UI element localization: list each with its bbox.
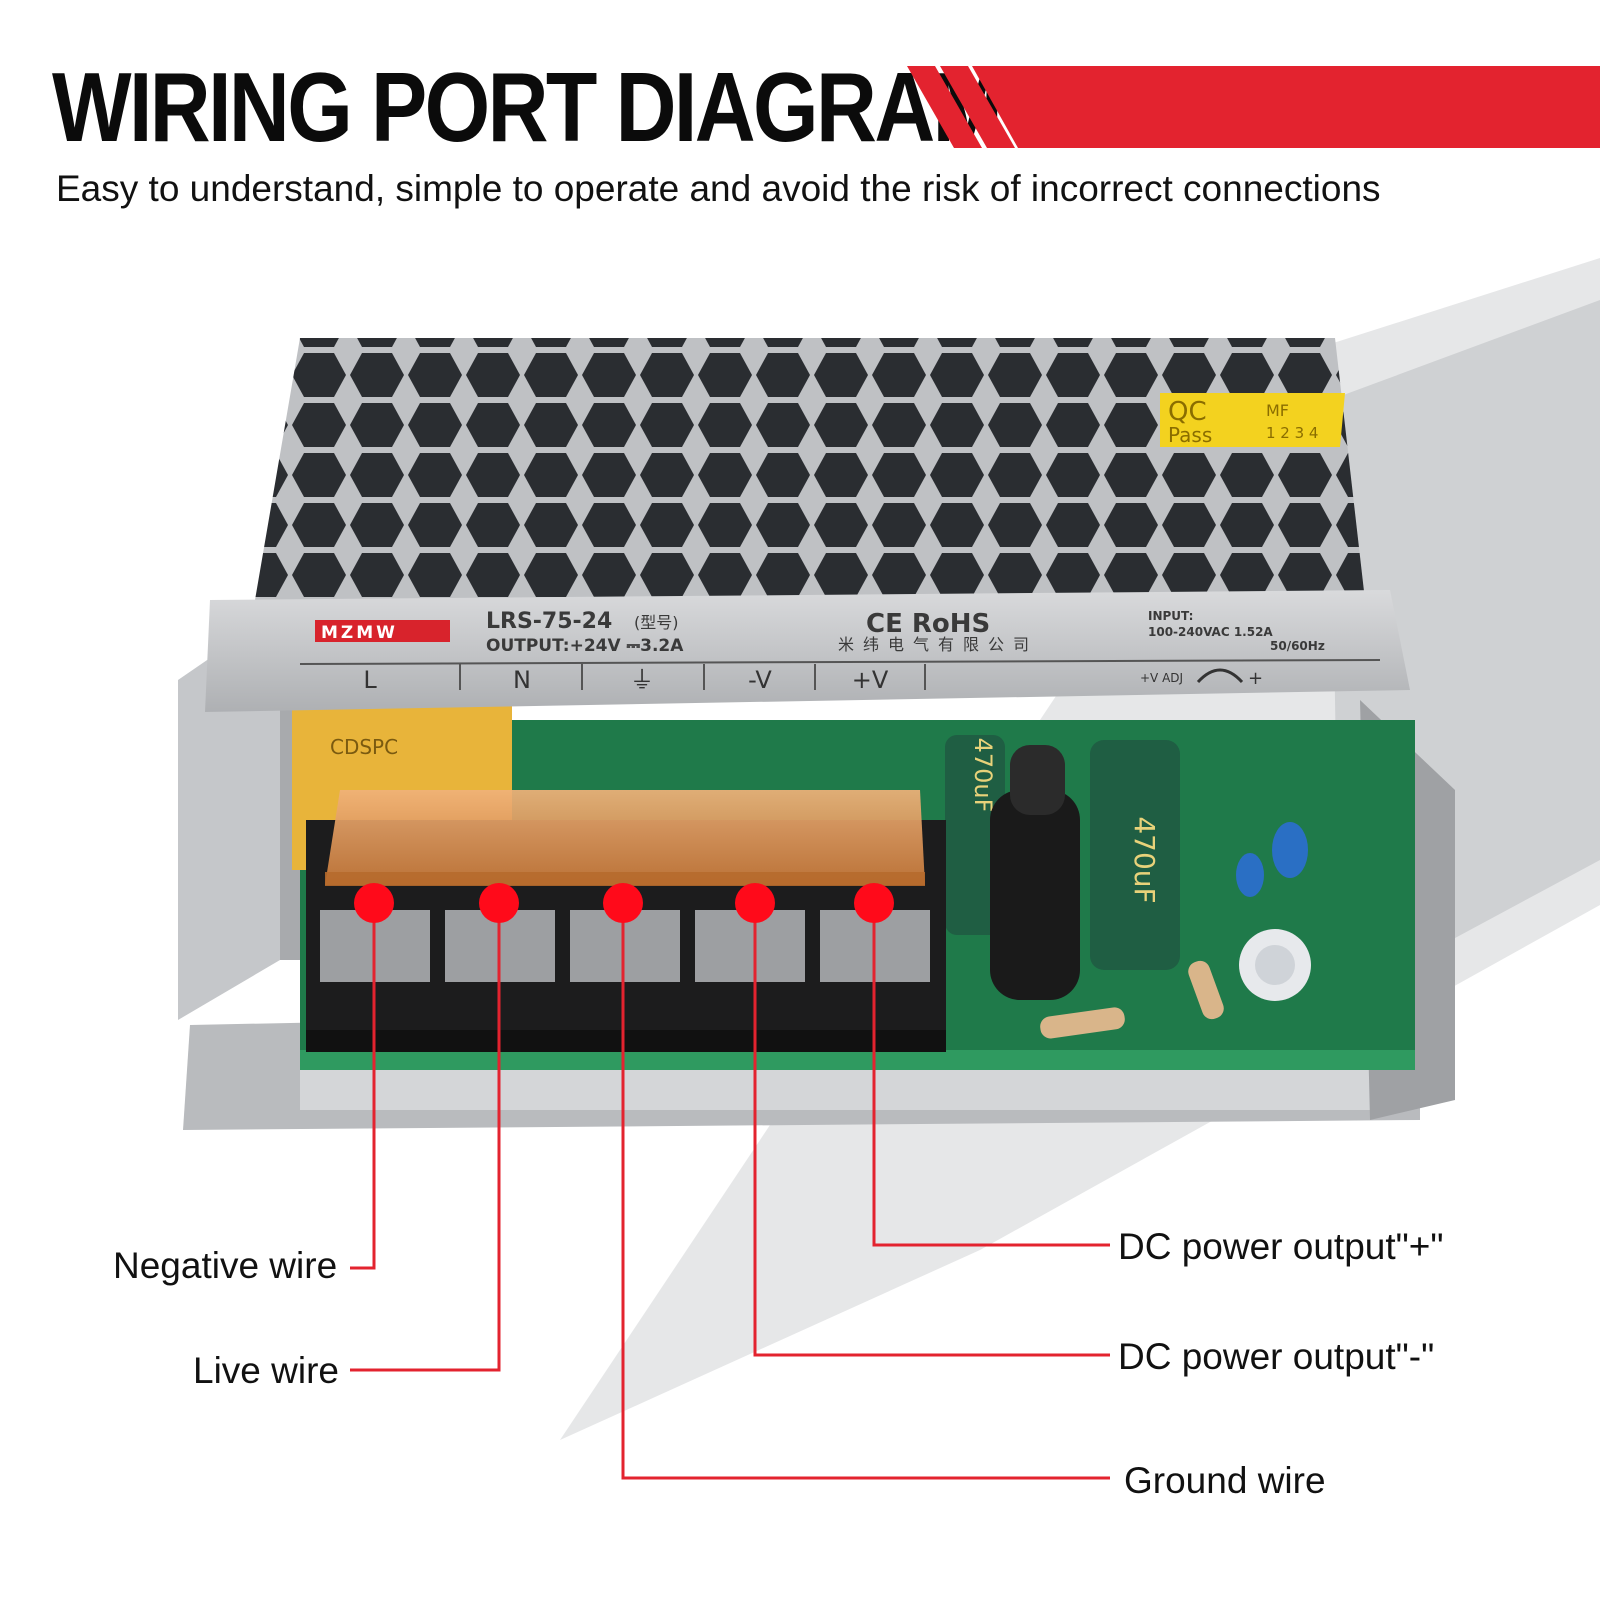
svg-text:(型号): (型号) — [634, 613, 679, 632]
callout-dc-output-plus: DC power output"+" — [1118, 1226, 1444, 1267]
blue-capacitor — [1236, 822, 1308, 897]
terminal-block — [306, 790, 946, 1052]
callout-leaders — [350, 903, 1110, 1480]
svg-text:Pass: Pass — [1168, 423, 1212, 447]
terminal-marker-n — [479, 883, 519, 923]
callout-live-wire: Live wire — [193, 1350, 339, 1391]
svg-text:CE RoHS: CE RoHS — [866, 609, 990, 639]
terminal-marker-l — [354, 883, 394, 923]
svg-text:MF: MF — [1266, 401, 1289, 420]
svg-text:1 2 3 4: 1 2 3 4 — [1266, 424, 1318, 442]
qc-pass-sticker: QC Pass MF 1 2 3 4 — [1160, 393, 1345, 447]
callout-dc-output-minus: DC power output"-" — [1118, 1336, 1435, 1377]
svg-text:INPUT:: INPUT: — [1148, 609, 1193, 623]
adj-label: +V ADJ — [1140, 671, 1183, 685]
leader-dc-minus — [753, 903, 1110, 1357]
label-plate: MZMW LRS-75-24 (型号) OUTPUT:+24V ⎓3.2A CE… — [205, 590, 1410, 712]
svg-text:CDSPC: CDSPC — [330, 735, 398, 759]
terminal-marker-plus-v — [854, 883, 894, 923]
svg-text:100-240VAC 1.52A: 100-240VAC 1.52A — [1148, 625, 1273, 639]
svg-text:米纬电气有限公司: 米纬电气有限公司 — [838, 635, 1038, 654]
inductor — [990, 745, 1080, 1000]
ventilated-cover — [255, 338, 1365, 600]
callout-ground-wire: Ground wire — [1124, 1460, 1326, 1501]
svg-text:MZMW: MZMW — [321, 623, 398, 643]
terminal-marker-ground — [603, 883, 643, 923]
leader-dc-plus — [872, 903, 1110, 1247]
terminal-label-ground: ⏚ — [630, 666, 654, 694]
svg-text:470uF: 470uF — [1128, 816, 1161, 903]
terminal-label-l: L — [363, 666, 377, 694]
leader-ground — [621, 903, 1110, 1480]
power-supply-unit: 470uF 470uF CDSPC — [178, 338, 1455, 1130]
leader-negative — [350, 903, 376, 1270]
svg-text:50/60Hz: 50/60Hz — [1270, 639, 1325, 653]
terminal-label-plus-v: +V — [852, 666, 889, 694]
svg-text:QC: QC — [1168, 397, 1207, 427]
svg-text:470uF: 470uF — [969, 738, 997, 813]
svg-text:OUTPUT:+24V ⎓3.2A: OUTPUT:+24V ⎓3.2A — [486, 636, 684, 656]
capacitor: 470uF — [1090, 740, 1180, 970]
leader-live — [350, 903, 501, 1372]
adj-arrow-icon — [1196, 668, 1244, 684]
terminal-label-minus-v: -V — [748, 666, 772, 694]
adjust-potentiometer — [1239, 929, 1311, 1001]
page-title: WIRING PORT DIAGRAM — [52, 52, 1003, 162]
terminal-label-n: N — [513, 666, 531, 694]
page-subtitle: Easy to understand, simple to operate an… — [56, 168, 1381, 209]
terminal-marker-minus-v — [735, 883, 775, 923]
callout-negative-wire: Negative wire — [113, 1245, 338, 1286]
header-stripe-accent — [907, 66, 1600, 148]
resistor — [1040, 960, 1224, 1039]
svg-text:+: + — [1248, 668, 1263, 689]
svg-text:LRS-75-24: LRS-75-24 — [486, 609, 612, 634]
